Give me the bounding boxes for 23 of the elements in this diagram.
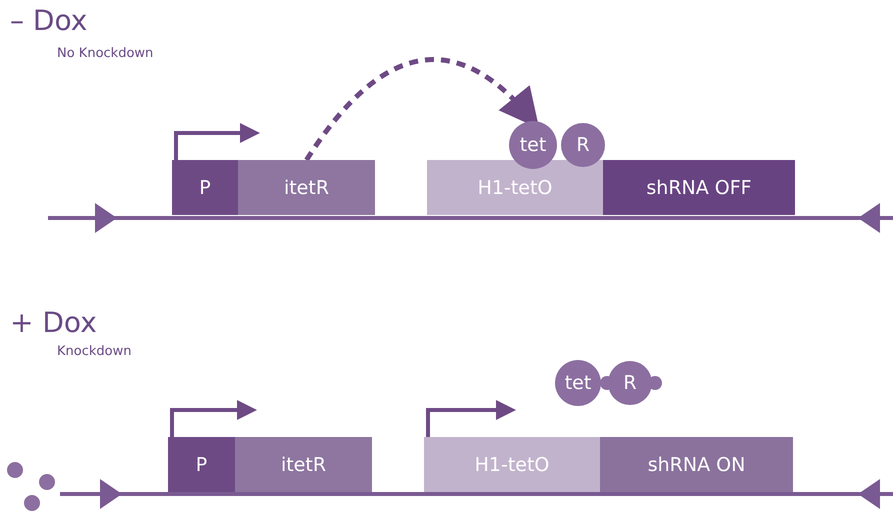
gene-box: itetR xyxy=(238,160,375,215)
condition-heading: + Dox xyxy=(10,306,97,339)
arrow xyxy=(426,400,516,437)
gene-box: shRNA ON xyxy=(600,437,793,492)
dox-molecule-circle xyxy=(39,474,55,490)
gene-box: itetR xyxy=(235,437,372,492)
condition-subtitle: No Knockdown xyxy=(57,46,154,61)
arrow xyxy=(170,400,257,437)
arrow xyxy=(174,123,260,160)
protein-circle: R xyxy=(608,361,652,405)
gene-box: H1-tetO xyxy=(424,437,600,492)
dox-molecule-circle xyxy=(7,462,23,478)
gene-box: P xyxy=(168,437,235,492)
gene-box: shRNA OFF xyxy=(603,160,795,215)
protein-circle: R xyxy=(561,123,605,167)
protein-circle: tet xyxy=(555,360,601,406)
arrow xyxy=(304,57,540,162)
dox-molecule-circle xyxy=(24,495,40,511)
gene-box: H1-tetO xyxy=(427,160,603,215)
protein-circle: tet xyxy=(509,121,557,169)
condition-heading: – Dox xyxy=(10,4,88,37)
gene-box: P xyxy=(172,160,238,215)
condition-subtitle: Knockdown xyxy=(57,344,132,359)
